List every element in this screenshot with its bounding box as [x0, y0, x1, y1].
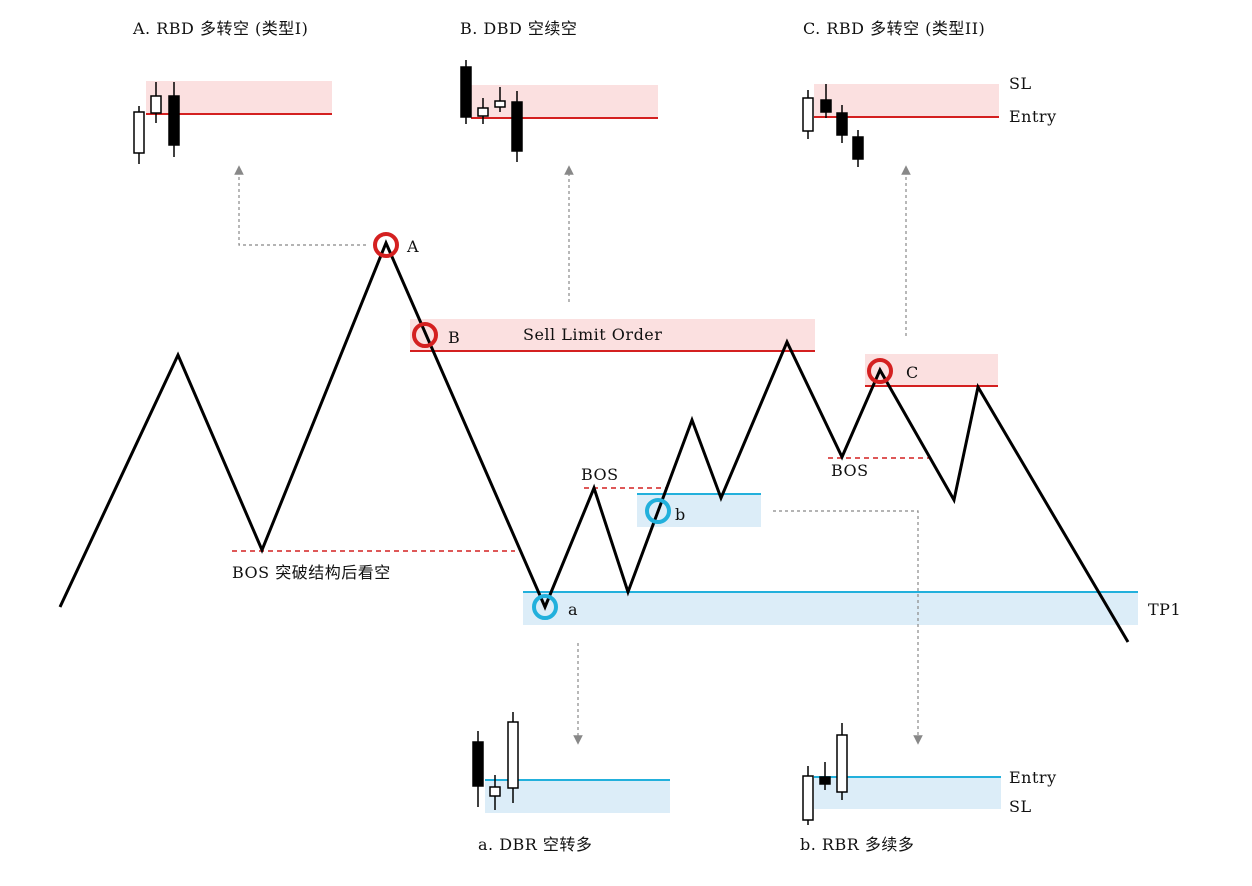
label-c-upper: C [906, 363, 919, 382]
label-a-lower: a [568, 600, 578, 619]
sell-limit-label: Sell Limit Order [523, 325, 662, 344]
candle [802, 90, 814, 139]
sl-label-c: SL [1009, 74, 1032, 93]
inset-a-dbr [472, 712, 670, 813]
bos-label-1: BOS [581, 465, 619, 484]
title-a-lower: a. DBR 空转多 [478, 835, 592, 854]
label-b-upper: B [448, 328, 460, 347]
sl-label-b: SL [1009, 797, 1032, 816]
candle [489, 775, 501, 810]
candle [150, 82, 162, 123]
candle [133, 106, 145, 164]
title-c: C. RBD 多转空 (类型II) [803, 19, 985, 38]
connector-a-upper [234, 165, 366, 246]
marker-b-upper [412, 322, 438, 348]
marker-a-lower [532, 594, 558, 620]
candle [836, 105, 848, 143]
bos-label-2: BOS [831, 461, 869, 480]
candle [507, 712, 519, 803]
title-b-lower: b. RBR 多续多 [800, 835, 914, 854]
inset-b-dbd [460, 60, 658, 162]
demand-zone-a-tp1 [523, 591, 1138, 625]
entry-label-b: Entry [1009, 768, 1057, 787]
inset-a-rbd [133, 81, 332, 164]
candle [852, 130, 864, 167]
entry-label-c: Entry [1009, 107, 1057, 126]
title-b: B. DBD 空续空 [460, 19, 577, 38]
candle [168, 82, 180, 157]
candle [477, 98, 489, 124]
candle [494, 87, 506, 112]
candle [460, 60, 472, 124]
candle [836, 723, 848, 800]
marker-a-upper [373, 232, 399, 258]
label-a-upper: A [406, 237, 419, 256]
label-b-lower: b [675, 505, 686, 524]
candle [802, 766, 814, 825]
candle [511, 91, 523, 162]
inset-c-rbd: SL Entry [802, 74, 1057, 167]
supply-zone-b [410, 319, 815, 352]
connector-b-lower [773, 510, 923, 745]
inset-b-rbr: Entry SL [802, 723, 1057, 825]
marker-b-lower [645, 498, 671, 524]
marker-c-upper [867, 358, 893, 384]
bos-main-label: BOS 突破结构后看空 [232, 563, 391, 582]
tp1-label: TP1 [1148, 600, 1181, 619]
price-path [58, 239, 1130, 643]
candle [820, 84, 832, 118]
candle [819, 762, 831, 790]
candle [472, 731, 484, 807]
title-a: A. RBD 多转空 (类型I) [132, 19, 308, 38]
